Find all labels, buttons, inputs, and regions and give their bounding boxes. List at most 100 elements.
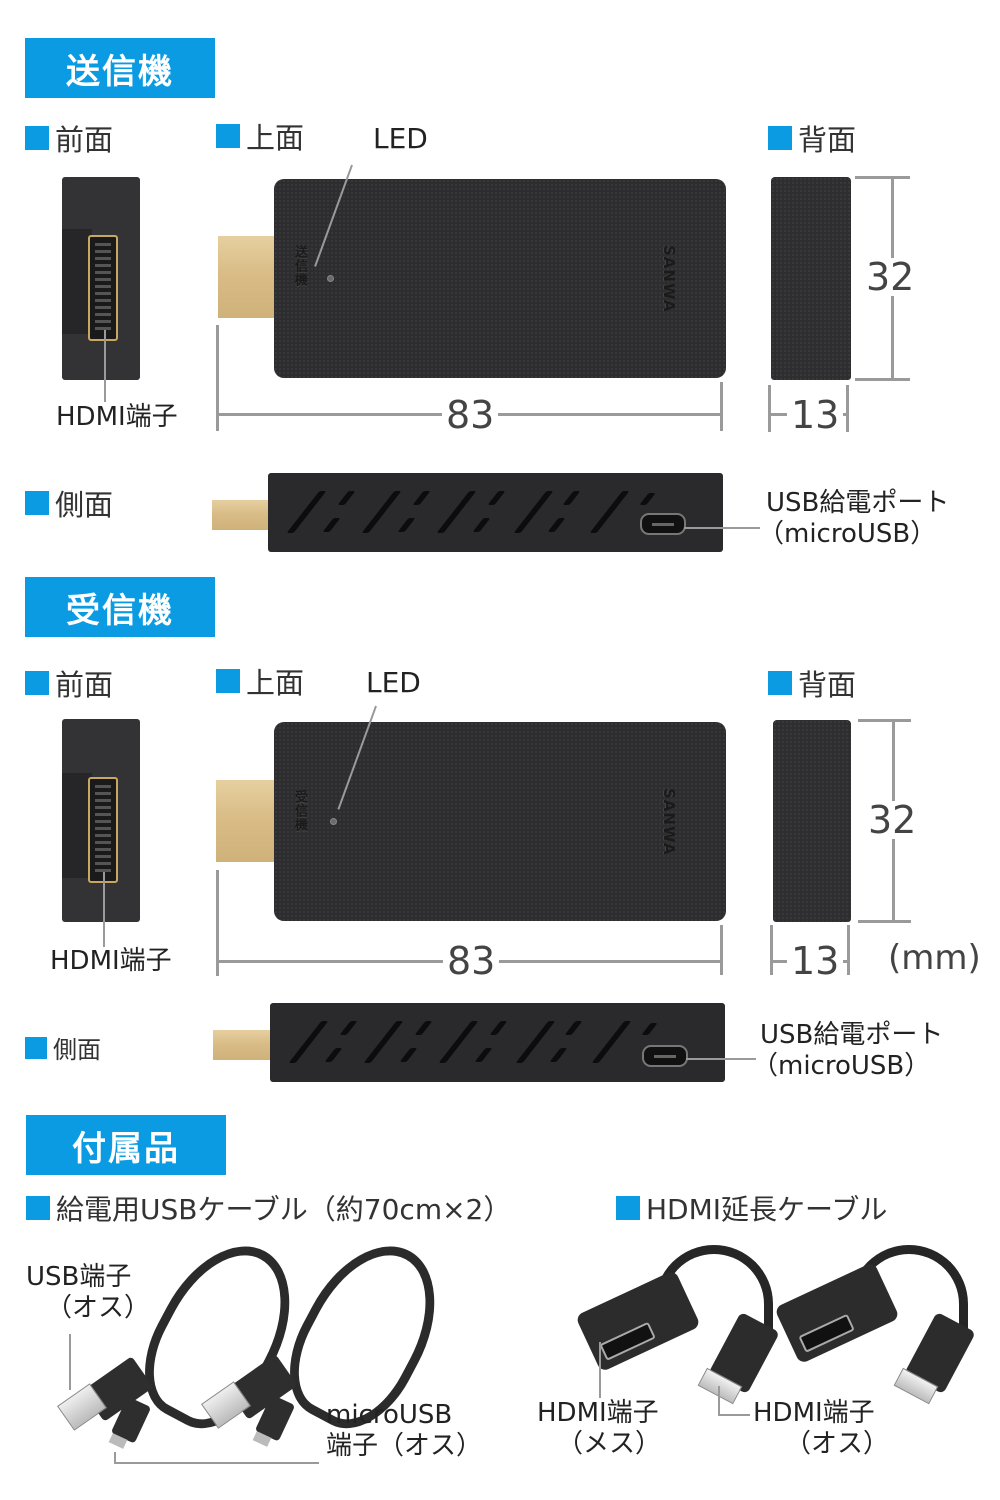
heading-text: 上面 bbox=[246, 121, 305, 155]
vent-slot bbox=[487, 491, 506, 505]
device-marking: 受信機 bbox=[292, 790, 307, 832]
depth-dimension: 13 bbox=[787, 942, 844, 980]
tx-side-view-heading: 側面 bbox=[25, 482, 113, 524]
dimension-tick bbox=[216, 870, 219, 976]
rx-led-callout: LED bbox=[366, 666, 421, 699]
vent-slot bbox=[397, 518, 416, 532]
dimension-tick bbox=[846, 385, 849, 432]
tx-led-callout: LED bbox=[373, 122, 428, 155]
dimension-tick bbox=[858, 719, 911, 722]
callout-line: （メス） bbox=[557, 1429, 662, 1460]
receiver-section-badge: 受信機 bbox=[25, 577, 215, 637]
callout-line: HDMI端子 bbox=[537, 1398, 659, 1428]
device-marking: 送信機 bbox=[292, 245, 307, 287]
heading-text: 給電用USBケーブル（約70cm×2） bbox=[56, 1193, 512, 1226]
callout-line: （オス） bbox=[46, 1293, 151, 1324]
vent-slot bbox=[399, 1048, 418, 1062]
callout-line: HDMI端子 bbox=[753, 1398, 875, 1428]
heading-text: 背面 bbox=[798, 123, 857, 157]
vent-slot bbox=[288, 1021, 329, 1063]
vent-slot bbox=[547, 518, 566, 532]
callout-line: （microUSB） bbox=[752, 1051, 931, 1082]
dimension-tick bbox=[858, 920, 911, 923]
callout-line: （オス） bbox=[785, 1429, 890, 1460]
hdmi-plug-side bbox=[213, 1030, 271, 1060]
vent-slot bbox=[436, 491, 477, 533]
microusb-port-icon bbox=[640, 513, 686, 535]
leader-line bbox=[114, 1462, 319, 1464]
heading-text: 上面 bbox=[246, 666, 305, 700]
hdmi-male-callout: HDMI端子 （オス） bbox=[753, 1398, 889, 1460]
brand-logo: SANWA bbox=[660, 788, 678, 856]
dimension-tick bbox=[720, 925, 723, 975]
vent-slot bbox=[562, 491, 581, 505]
vent-slot bbox=[414, 1021, 433, 1035]
usb-cable-heading: 給電用USBケーブル（約70cm×2） bbox=[26, 1188, 511, 1228]
height-dimension: 32 bbox=[862, 258, 919, 296]
heading-text: HDMI延長ケーブル bbox=[646, 1193, 888, 1226]
front-recess bbox=[62, 229, 92, 334]
heading-text: 前面 bbox=[55, 668, 114, 702]
front-recess bbox=[62, 773, 92, 878]
hdmi-female-connector bbox=[774, 1261, 900, 1365]
tx-back-view-heading: 背面 bbox=[768, 117, 856, 159]
transmitter-section-badge: 送信機 bbox=[25, 38, 215, 98]
dimension-tick bbox=[770, 925, 773, 975]
callout-line: microUSB bbox=[326, 1400, 453, 1430]
unit-label: (mm) bbox=[888, 938, 981, 978]
vent-slot bbox=[589, 491, 630, 533]
heading-text: 側面 bbox=[55, 488, 114, 522]
dimension-tick bbox=[720, 382, 723, 431]
length-dimension: 83 bbox=[443, 942, 500, 980]
callout-line: （microUSB） bbox=[758, 519, 937, 550]
vent-slot bbox=[286, 491, 327, 533]
led-indicator-icon bbox=[330, 818, 337, 825]
hdmi-female-callout: HDMI端子 （メス） bbox=[537, 1398, 661, 1460]
height-dimension: 32 bbox=[864, 801, 921, 839]
tx-front-view-image bbox=[62, 177, 140, 380]
rx-back-view-image bbox=[773, 720, 851, 922]
square-bullet-icon bbox=[616, 1196, 640, 1220]
leader-line bbox=[684, 527, 760, 529]
tx-side-view-image bbox=[268, 473, 723, 552]
length-dimension: 83 bbox=[442, 396, 499, 434]
dimension-tick bbox=[855, 176, 910, 179]
vent-slot bbox=[591, 1021, 632, 1063]
tx-top-view-heading: 上面 bbox=[216, 115, 304, 157]
callout-line: USB端子 bbox=[26, 1262, 132, 1292]
vent-slot bbox=[363, 1021, 404, 1063]
depth-dimension: 13 bbox=[787, 396, 844, 434]
leader-line bbox=[114, 1452, 116, 1464]
dimension-tick bbox=[768, 385, 771, 432]
square-bullet-icon bbox=[768, 671, 792, 695]
square-bullet-icon bbox=[26, 1196, 50, 1220]
usb-a-callout: USB端子 （オス） bbox=[26, 1262, 150, 1324]
vent-slot bbox=[564, 1021, 583, 1035]
rx-top-view-image bbox=[274, 722, 726, 921]
square-bullet-icon bbox=[25, 491, 49, 515]
vent-slot bbox=[549, 1048, 568, 1062]
dimension-tick bbox=[216, 325, 219, 431]
square-bullet-icon bbox=[25, 126, 49, 150]
vent-slot bbox=[639, 493, 656, 505]
square-bullet-icon bbox=[768, 126, 792, 150]
leader-line bbox=[599, 1342, 601, 1398]
micro-usb-callout: microUSB 端子（オス） bbox=[326, 1400, 482, 1462]
hdmi-female-connector bbox=[575, 1269, 701, 1373]
accessories-section-badge: 付属品 bbox=[26, 1115, 226, 1175]
leader-line bbox=[103, 872, 105, 947]
callout-line: USB給電ポート bbox=[760, 1020, 944, 1050]
heading-text: 側面 bbox=[53, 1036, 101, 1064]
square-bullet-icon bbox=[25, 671, 49, 695]
leader-line bbox=[718, 1386, 720, 1416]
tx-back-view-image bbox=[771, 177, 851, 380]
tx-usb-port-callout: USB給電ポート （microUSB） bbox=[758, 488, 949, 550]
tx-top-view-image bbox=[274, 179, 726, 378]
rx-hdmi-port-callout: HDMI端子 bbox=[50, 946, 172, 976]
hdmi-plug-side bbox=[212, 500, 270, 530]
dimension-tick bbox=[847, 925, 850, 975]
tx-hdmi-port-callout: HDMI端子 bbox=[56, 402, 178, 432]
dimension-tick bbox=[855, 378, 910, 381]
rx-front-view-image bbox=[62, 719, 140, 922]
vent-slot bbox=[515, 1021, 556, 1063]
